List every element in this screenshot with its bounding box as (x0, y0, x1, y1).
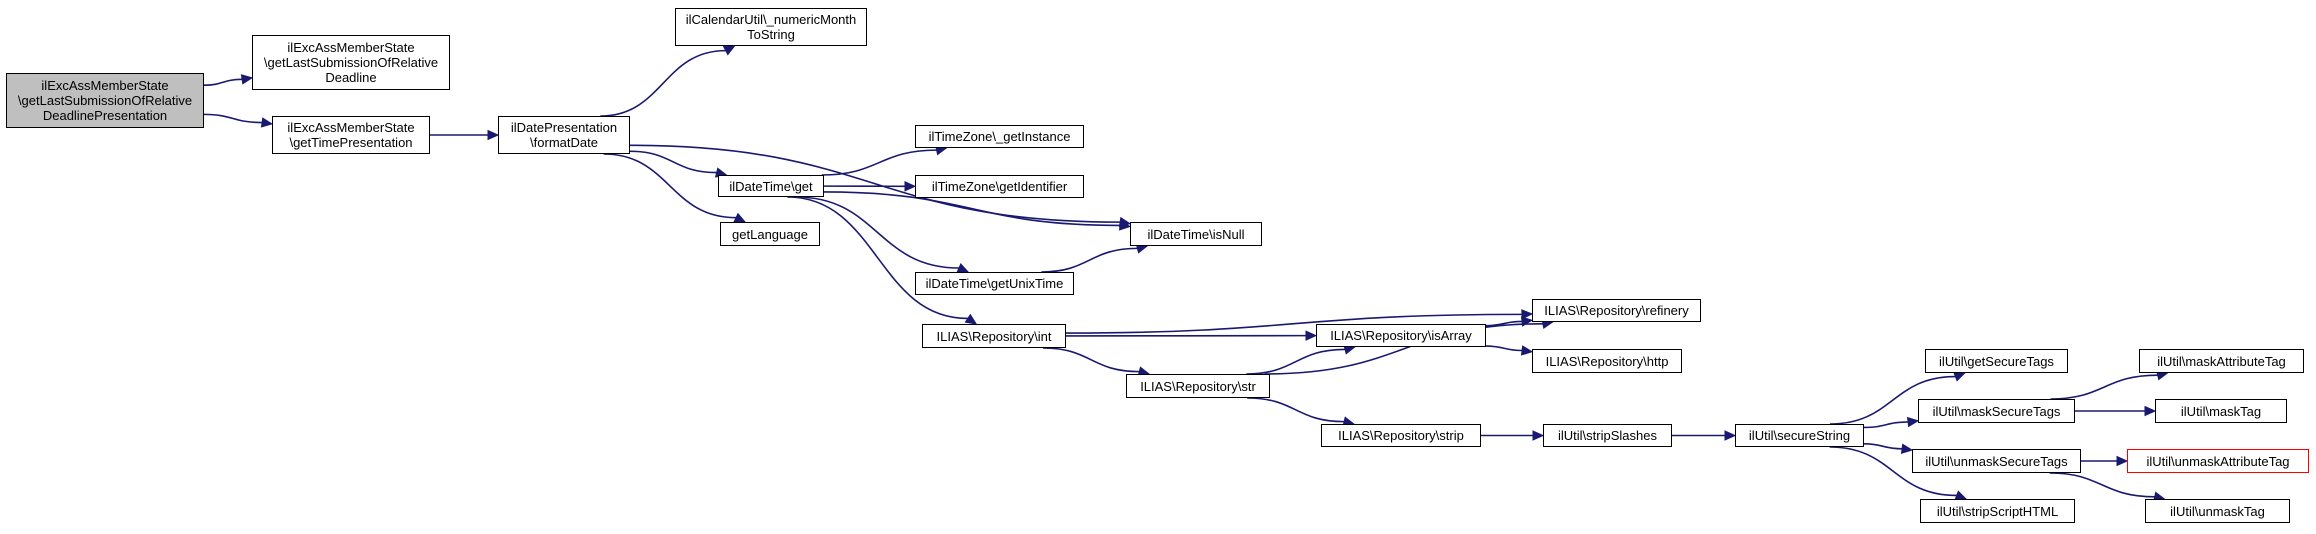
edge-repoStr-to-repoStrip (1247, 397, 1345, 423)
node-repository-isarray[interactable]: ILIAS\Repository\isArray (1316, 324, 1486, 347)
node-unmasktag[interactable]: ilUtil\unmaskTag (2145, 499, 2290, 523)
arrowhead-root-to-lastSubRelDeadline (240, 74, 254, 85)
node-repository-str[interactable]: ILIAS\Repository\str (1126, 374, 1270, 398)
node-getsecuretags[interactable]: ilUtil\getSecureTags (1925, 349, 2068, 373)
arrowhead-formatDate-to-getLanguage (733, 212, 747, 223)
node-getlanguage[interactable]: getLanguage (720, 222, 820, 246)
node-datetime-getunixtime[interactable]: ilDateTime\getUnixTime (915, 272, 1074, 295)
node-masktag[interactable]: ilUtil\maskTag (2155, 399, 2287, 423)
node-unmaskattributetag[interactable]: ilUtil\unmaskAttributeTag (2127, 449, 2309, 473)
node-repository-int[interactable]: ILIAS\Repository\int (922, 324, 1066, 348)
edge-repoInt-to-repoStr (1042, 347, 1140, 373)
node-masksecuretags[interactable]: ilUtil\maskSecureTags (1918, 399, 2075, 423)
node-unmasksecuretags[interactable]: ilUtil\unmaskSecureTags (1912, 449, 2081, 473)
node-repository-http[interactable]: ILIAS\Repository\http (1532, 349, 1682, 373)
arrowhead-dtGet-to-repoInt (964, 313, 978, 325)
arrowhead-formatDate-to-numericMonth (722, 45, 736, 56)
node-timezone-getidentifier[interactable]: ilTimeZone\getIdentifier (915, 175, 1084, 198)
edge-formatDate-to-dtIsNull (629, 144, 1121, 223)
edge-dtGet-to-tzInstance (821, 149, 937, 176)
edge-secureString-to-stripScriptHTML (1829, 446, 1957, 497)
node-repository-strip[interactable]: ILIAS\Repository\strip (1321, 424, 1481, 447)
edge-repoStr-to-repoIsArray (1246, 348, 1346, 375)
node-securestring[interactable]: ilUtil\secureString (1735, 424, 1864, 447)
arrowhead-repoStrip-to-stripSlashes (1532, 430, 1545, 441)
edge-root-to-lastSubRelDeadline (203, 78, 243, 87)
edge-maskSecureTags-to-maskAttributeTag (2050, 374, 2158, 400)
edge-repoIsArray-to-repoHttp (1485, 345, 1523, 352)
edge-repoIsArray-to-repoRefinery (1485, 320, 1523, 327)
node-repository-refinery[interactable]: ILIAS\Repository\refinery (1532, 299, 1701, 322)
edge-root-to-getTimePresentation (203, 113, 263, 124)
edge-formatDate-to-dtGet (629, 150, 717, 174)
arrowhead-dtGet-to-tzIdentifier (904, 181, 917, 192)
arrowhead-secureString-to-unmaskSecureTags (1900, 443, 1914, 454)
arrowhead-dtGet-to-dtIsNull (1118, 220, 1132, 231)
edge-dtGet-to-dtUnixTime (796, 196, 959, 269)
node-stripscripthtml[interactable]: ilUtil\stripScriptHTML (1920, 499, 2075, 523)
edge-formatDate-to-getLanguage (603, 153, 737, 219)
arrowhead-maskSecureTags-to-maskTag (2144, 405, 2157, 417)
node-datetime-get[interactable]: ilDateTime\get (718, 175, 824, 197)
edge-dtGet-to-repoInt (787, 196, 968, 320)
arrowhead-repoIsArray-to-repoRefinery (1520, 316, 1534, 327)
node-root-getlastsubmissionofrelativedeadlinepresentation: ilExcAssMemberState \getLastSubmissionOf… (6, 73, 204, 128)
edge-formatDate-to-numericMonth (600, 49, 726, 117)
arrowhead-repoIsArray-to-repoHttp (1520, 345, 1534, 356)
node-numericmonthtostring[interactable]: ilCalendarUtil\_numericMonth ToString (675, 8, 867, 46)
edge-repoInt-to-repoRefinery (1065, 313, 1523, 334)
node-timezone-getinstance[interactable]: ilTimeZone\_getInstance (915, 125, 1084, 148)
node-formatdate[interactable]: ilDatePresentation \formatDate (498, 116, 630, 154)
edge-dtUnixTime-to-dtIsNull (1041, 247, 1138, 273)
node-getlastsubmissionofrelativedeadline[interactable]: ilExcAssMemberState \getLastSubmissionOf… (252, 35, 450, 90)
arrowhead-getTimePresentation-to-formatDate (487, 129, 500, 141)
node-maskattributetag[interactable]: ilUtil\maskAttributeTag (2139, 349, 2304, 373)
arrowhead-unmaskSecureTags-to-unmaskAttributeTag (2116, 455, 2129, 467)
arrowhead-secureString-to-getSecureTags (1953, 371, 1966, 382)
edge-secureString-to-maskSecureTags (1863, 421, 1909, 429)
edge-unmaskSecureTags-to-unmaskTag (2049, 472, 2155, 498)
node-stripslashes[interactable]: ilUtil\stripSlashes (1543, 424, 1672, 447)
edge-secureString-to-unmaskSecureTags (1863, 443, 1903, 450)
node-datetime-isnull[interactable]: ilDateTime\isNull (1130, 222, 1262, 246)
edge-repoStr-to-repoRefinery (1264, 322, 1543, 375)
node-gettimepresentation[interactable]: ilExcAssMemberState \getTimePresentation (272, 116, 430, 154)
arrowhead-repoInt-to-repoRefinery (1521, 309, 1534, 320)
arrowhead-dtGet-to-dtUnixTime (956, 262, 970, 273)
arrowhead-secureString-to-maskSecureTags (1906, 416, 1920, 428)
arrowhead-repoInt-to-repoIsArray (1305, 330, 1318, 341)
edge-secureString-to-getSecureTags (1829, 375, 1956, 425)
arrowhead-stripSlashes-to-secureString (1724, 430, 1737, 441)
edge-dtGet-to-dtIsNull (823, 191, 1121, 227)
arrowhead-root-to-getTimePresentation (260, 117, 274, 128)
